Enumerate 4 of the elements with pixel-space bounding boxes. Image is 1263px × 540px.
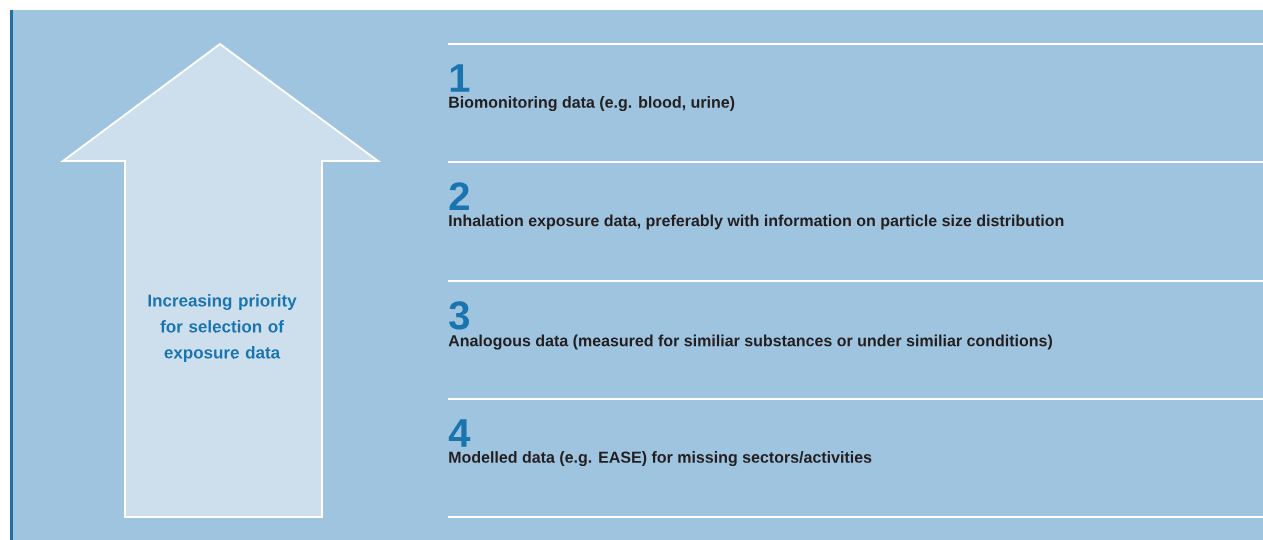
priority-level: 4 Modelled data (e.g. EASE) for missing sectors/activities (448, 419, 872, 467)
priority-level: 2 Inhalation exposure data, preferably with information on particle size distribution (449, 182, 1064, 230)
priority-level: 1 Biomonitoring data (e.g. blood, urine) (449, 64, 735, 112)
priority-level: 3 Analogous data (measured for similiar substances or under similiar conditions) (448, 301, 1052, 350)
